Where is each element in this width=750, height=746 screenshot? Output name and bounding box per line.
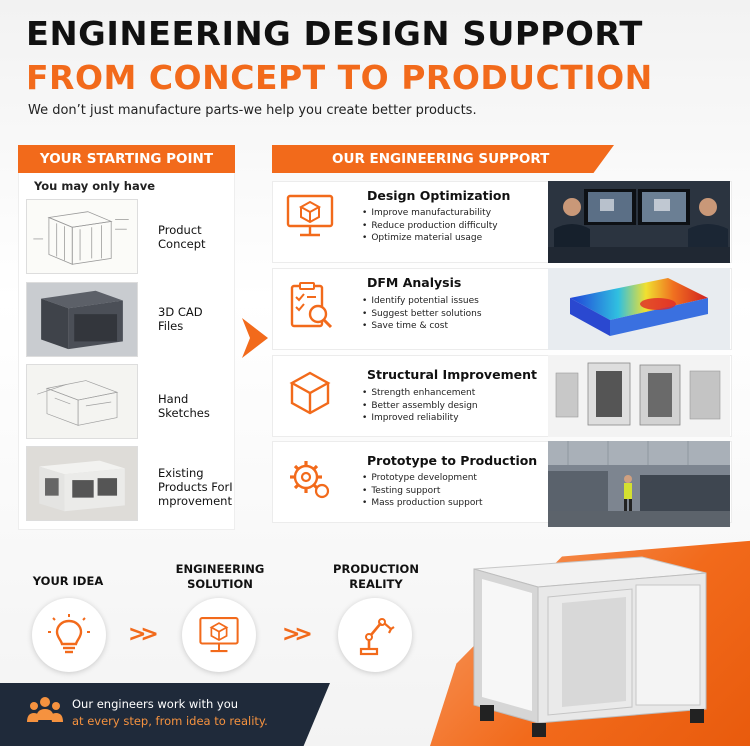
flow-step-your-idea (32, 598, 106, 672)
clipboard-search-icon (290, 282, 333, 329)
support-bullets-structural-improvement: Strength enhancement Better assembly des… (362, 387, 477, 425)
lightbulb-icon (48, 614, 90, 654)
monitor-cube-icon (286, 194, 334, 237)
start-item-label-hand-sketches: Hand Sketches (158, 392, 210, 420)
flow-step-production-reality (338, 598, 412, 672)
flow-step-engineering-solution (182, 598, 256, 672)
start-item-label-existing-products: Existing Products ForI mprovement (158, 466, 233, 508)
fea-simulation-image (548, 268, 730, 350)
flow-label-production-reality: PRODUCTION REALITY (333, 562, 419, 591)
starting-point-intro: You may only have (34, 179, 156, 193)
product-enclosure-image (473, 556, 707, 737)
hand-sketch-image (26, 364, 138, 439)
monitor-cube-icon (199, 617, 239, 653)
page-subtitle: We don’t just manufacture parts-we help … (28, 103, 477, 118)
banner-text-line2: at every step, from idea to reality. (72, 714, 268, 728)
cad-file-image (26, 282, 138, 357)
support-title-structural-improvement: Structural Improvement (367, 367, 537, 382)
engineering-support-heading: OUR ENGINEERING SUPPORT (272, 145, 614, 173)
start-item-label-cad-files: 3D CAD Files (158, 305, 203, 333)
support-bullets-prototype-to-production: Prototype development Testing support Ma… (362, 472, 482, 510)
support-title-design-optimization: Design Optimization (367, 188, 511, 203)
chevron-double-right-icon: >> (128, 622, 159, 647)
cube-icon (289, 371, 331, 415)
exploded-enclosure-image (548, 355, 730, 437)
factory-floor-image (548, 441, 730, 527)
existing-product-image (26, 446, 138, 521)
banner-text-line1: Our engineers work with you (72, 697, 239, 711)
page-title: ENGINEERING DESIGN SUPPORT (26, 14, 643, 53)
product-concept-image (26, 199, 138, 274)
chevron-double-right-icon: >> (282, 622, 313, 647)
flow-label-your-idea: YOUR IDEA (32, 574, 104, 588)
gears-icon (290, 461, 330, 499)
flow-label-engineering-solution: ENGINEERING SOLUTION (175, 562, 265, 591)
support-bullets-design-optimization: Improve manufacturability Reduce product… (362, 207, 497, 245)
starting-point-heading: YOUR STARTING POINT (18, 145, 235, 173)
arrow-right-icon (242, 318, 268, 358)
support-bullets-dfm-analysis: Identify potential issues Suggest better… (362, 295, 481, 333)
team-icon (27, 697, 63, 722)
page-title-line2: FROM CONCEPT TO PRODUCTION (26, 58, 653, 97)
support-title-prototype-to-production: Prototype to Production (367, 453, 538, 468)
robot-arm-icon (359, 618, 395, 656)
start-item-label-product-concept: Product Concept (158, 223, 206, 251)
engineers-at-workstation-image (548, 181, 730, 263)
support-title-dfm-analysis: DFM Analysis (367, 275, 462, 290)
